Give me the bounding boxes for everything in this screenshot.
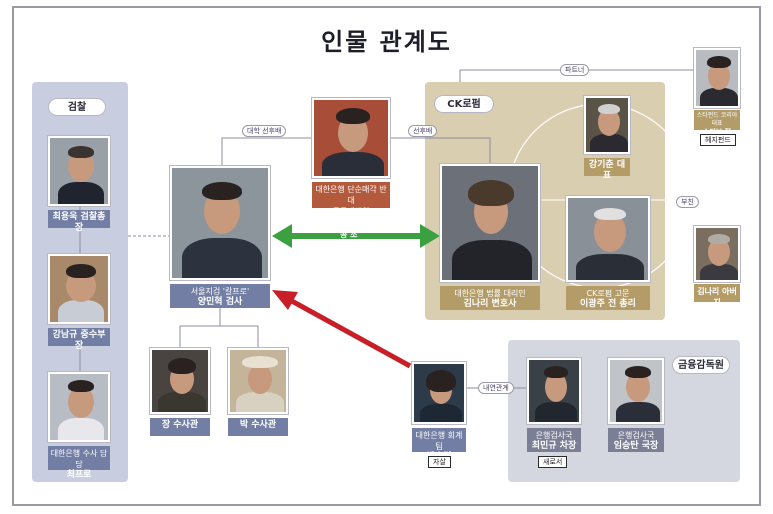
cooperation-label: 공 조 xyxy=(340,230,358,239)
line-yang-park xyxy=(220,325,259,348)
photo-im xyxy=(608,358,664,424)
photo-choi xyxy=(48,136,110,206)
caption-kim-father: 김나리 아버지 xyxy=(694,284,740,307)
cooperation-arrow-left-head xyxy=(272,224,292,248)
tag-college-senior: 대학 선후배 xyxy=(242,125,287,137)
photo-yang xyxy=(170,166,270,280)
tag-father: 부친 xyxy=(676,196,699,208)
tag-partner: 파트너 xyxy=(560,64,590,76)
caption-kang: 강남규 중수부장 xyxy=(48,328,110,351)
photo-lee xyxy=(566,196,650,282)
photo-choi-minkyu xyxy=(527,358,581,424)
photo-kim-father xyxy=(694,226,740,282)
caption-choi: 최용욱 검찰총장 xyxy=(48,210,110,233)
informant-arrow-head xyxy=(272,290,298,310)
photo-kang-gichun xyxy=(584,96,630,154)
photo-kim-narae xyxy=(440,164,540,282)
photo-seo xyxy=(312,98,390,178)
tag-senior-junior: 선후배 xyxy=(408,125,438,137)
line-ck-steven xyxy=(459,69,694,82)
tag-death: 자살 xyxy=(428,456,451,468)
line-yang-jang xyxy=(179,306,221,348)
photo-choipro xyxy=(48,372,110,442)
ck-lawfirm-label: CK로펌 xyxy=(434,95,494,113)
caption-park-sukyeong: 대한은행 회계팀박수경 xyxy=(412,428,466,462)
caption-park: 박 수사관 xyxy=(228,418,288,436)
caption-kang-gichun: 강기춘 대표 xyxy=(584,158,630,181)
informant-arrow-shaft xyxy=(288,297,412,369)
diagram-title: 인물 관계도 xyxy=(321,28,452,56)
prosecution-label: 검찰 xyxy=(48,98,106,116)
photo-steven xyxy=(694,48,740,108)
cooperation-arrow-right-head xyxy=(420,224,440,248)
tag-cheat: 새로서 xyxy=(538,456,568,468)
photo-park-sukyeong xyxy=(412,362,466,424)
photo-jang xyxy=(150,348,210,414)
photo-park xyxy=(228,348,288,414)
line-yang-seo xyxy=(221,137,312,166)
tag-inside-relation: 내연관계 xyxy=(478,382,514,394)
tag-hedge-fund: 헤지펀드 xyxy=(700,134,736,146)
caption-jang: 장 수사관 xyxy=(150,418,210,436)
line-seo-kim xyxy=(390,137,491,164)
fss-label: 금융감독원 xyxy=(672,356,730,374)
caption-yang: 서울지검 '칼프로'양민혁 검사 xyxy=(170,284,270,308)
photo-kang xyxy=(48,254,110,324)
